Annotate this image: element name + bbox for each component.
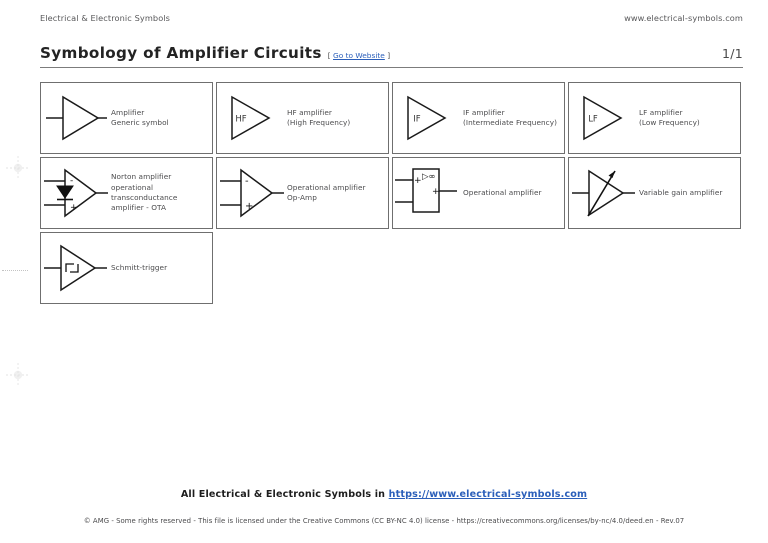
page-indicator: 1/1: [721, 46, 743, 61]
bracket-close: ]: [387, 51, 391, 60]
caption-line-2: Generic symbol: [111, 118, 169, 127]
caption-line-1: Schmitt-trigger: [111, 262, 168, 272]
title-wrap: Symbology of Amplifier Circuits [ Go to …: [40, 44, 390, 62]
norton-minus-sign: -: [70, 176, 73, 186]
variable-gain-amplifier-icon: [569, 158, 639, 228]
caption-line-2: Op-Amp: [287, 193, 317, 202]
caption-line-1: IF amplifier: [463, 107, 505, 117]
if-inner-label: IF: [413, 115, 421, 125]
caption-line-1: Amplifier: [111, 107, 145, 117]
symbol-cell-norton-amplifier[interactable]: - + Norton amplifier operational transco…: [40, 157, 213, 229]
page-title: Symbology of Amplifier Circuits: [40, 44, 322, 62]
symbol-grid: Amplifier Generic symbol HF HF amplifier…: [40, 82, 744, 304]
symbol-caption: Variable gain amplifier: [639, 188, 727, 198]
registration-mark-top: [5, 155, 31, 181]
iec-input-plus-sign: +: [414, 176, 422, 186]
hf-inner-label: HF: [235, 115, 246, 125]
norton-plus-sign: +: [70, 203, 78, 213]
caption-line-2: (High Frequency): [287, 118, 351, 127]
bracket-open: [: [327, 51, 331, 60]
caption-line-1: Operational amplifier: [463, 187, 542, 197]
opamp-minus-sign: -: [245, 176, 249, 187]
symbol-cell-variable-gain-amplifier[interactable]: Variable gain amplifier: [568, 157, 741, 229]
amplifier-triangle-icon: [41, 83, 111, 153]
title-row: Symbology of Amplifier Circuits [ Go to …: [40, 44, 743, 62]
header-left-label: Electrical & Electronic Symbols: [40, 13, 171, 23]
footer-main: All Electrical & Electronic Symbols in h…: [0, 489, 768, 500]
go-to-website-link[interactable]: Go to Website: [333, 51, 385, 60]
registration-mark-bottom: [5, 362, 31, 388]
opamp-plus-sign: +: [245, 201, 253, 212]
iec-qualifier-symbol: ▷∞: [422, 172, 436, 182]
lf-amplifier-triangle-icon: LF: [569, 83, 639, 153]
caption-line-2: (Low Frequency): [639, 118, 700, 127]
op-amp-triangle-icon: - +: [217, 158, 287, 228]
caption-line-3: transconductance: [111, 193, 178, 202]
symbol-cell-operational-amplifier[interactable]: - + Operational amplifier Op-Amp: [216, 157, 389, 229]
symbol-cell-amplifier-generic[interactable]: Amplifier Generic symbol: [40, 82, 213, 154]
symbol-cell-schmitt-trigger[interactable]: Schmitt-trigger: [40, 232, 213, 304]
symbol-caption: Operational amplifier Op-Amp: [287, 183, 371, 204]
symbol-cell-if-amplifier[interactable]: IF IF amplifier (Intermediate Frequency): [392, 82, 565, 154]
caption-line-1: Operational amplifier: [287, 182, 366, 192]
hf-amplifier-triangle-icon: HF: [217, 83, 287, 153]
symbol-caption: Operational amplifier: [463, 188, 547, 198]
footer-legal-text: © AMG - Some rights reserved - This file…: [83, 517, 685, 525]
symbol-cell-lf-amplifier[interactable]: LF LF amplifier (Low Frequency): [568, 82, 741, 154]
norton-amplifier-icon: - +: [41, 158, 111, 228]
symbol-cell-operational-amplifier-iec[interactable]: + + ▷∞ Operational amplifier: [392, 157, 565, 229]
title-divider: [40, 67, 743, 68]
symbol-caption: Norton amplifier operational transconduc…: [111, 172, 182, 213]
symbol-caption: LF amplifier (Low Frequency): [639, 108, 705, 129]
symbol-caption: Amplifier Generic symbol: [111, 108, 174, 129]
registration-dotted-line: [2, 270, 28, 272]
footer-main-prefix: All Electrical & Electronic Symbols in: [180, 489, 389, 500]
lf-inner-label: LF: [588, 115, 598, 125]
iec-output-plus-sign: +: [432, 187, 440, 197]
go-to-website-link-wrap: [ Go to Website ]: [328, 51, 390, 60]
schmitt-trigger-icon: [41, 233, 111, 303]
caption-line-1: Norton amplifier: [111, 172, 172, 182]
caption-line-1: HF amplifier: [287, 107, 332, 117]
caption-line-2: operational: [111, 182, 154, 192]
if-amplifier-triangle-icon: IF: [393, 83, 463, 153]
symbol-caption: Schmitt-trigger: [111, 263, 172, 273]
caption-line-4: amplifier - OTA: [111, 203, 166, 213]
footer-website-link[interactable]: https://www.electrical-symbols.com: [388, 489, 588, 500]
op-amp-box-icon: + + ▷∞: [393, 158, 463, 228]
header-website-label: www.electrical-symbols.com: [624, 13, 743, 23]
document-header: Electrical & Electronic Symbols www.elec…: [40, 13, 743, 27]
symbol-caption: HF amplifier (High Frequency): [287, 108, 355, 129]
caption-line-2: (Intermediate Frequency): [463, 118, 557, 127]
caption-line-1: Variable gain amplifier: [639, 187, 723, 197]
caption-line-1: LF amplifier: [639, 107, 683, 117]
symbol-caption: IF amplifier (Intermediate Frequency): [463, 108, 562, 129]
symbol-cell-hf-amplifier[interactable]: HF HF amplifier (High Frequency): [216, 82, 389, 154]
